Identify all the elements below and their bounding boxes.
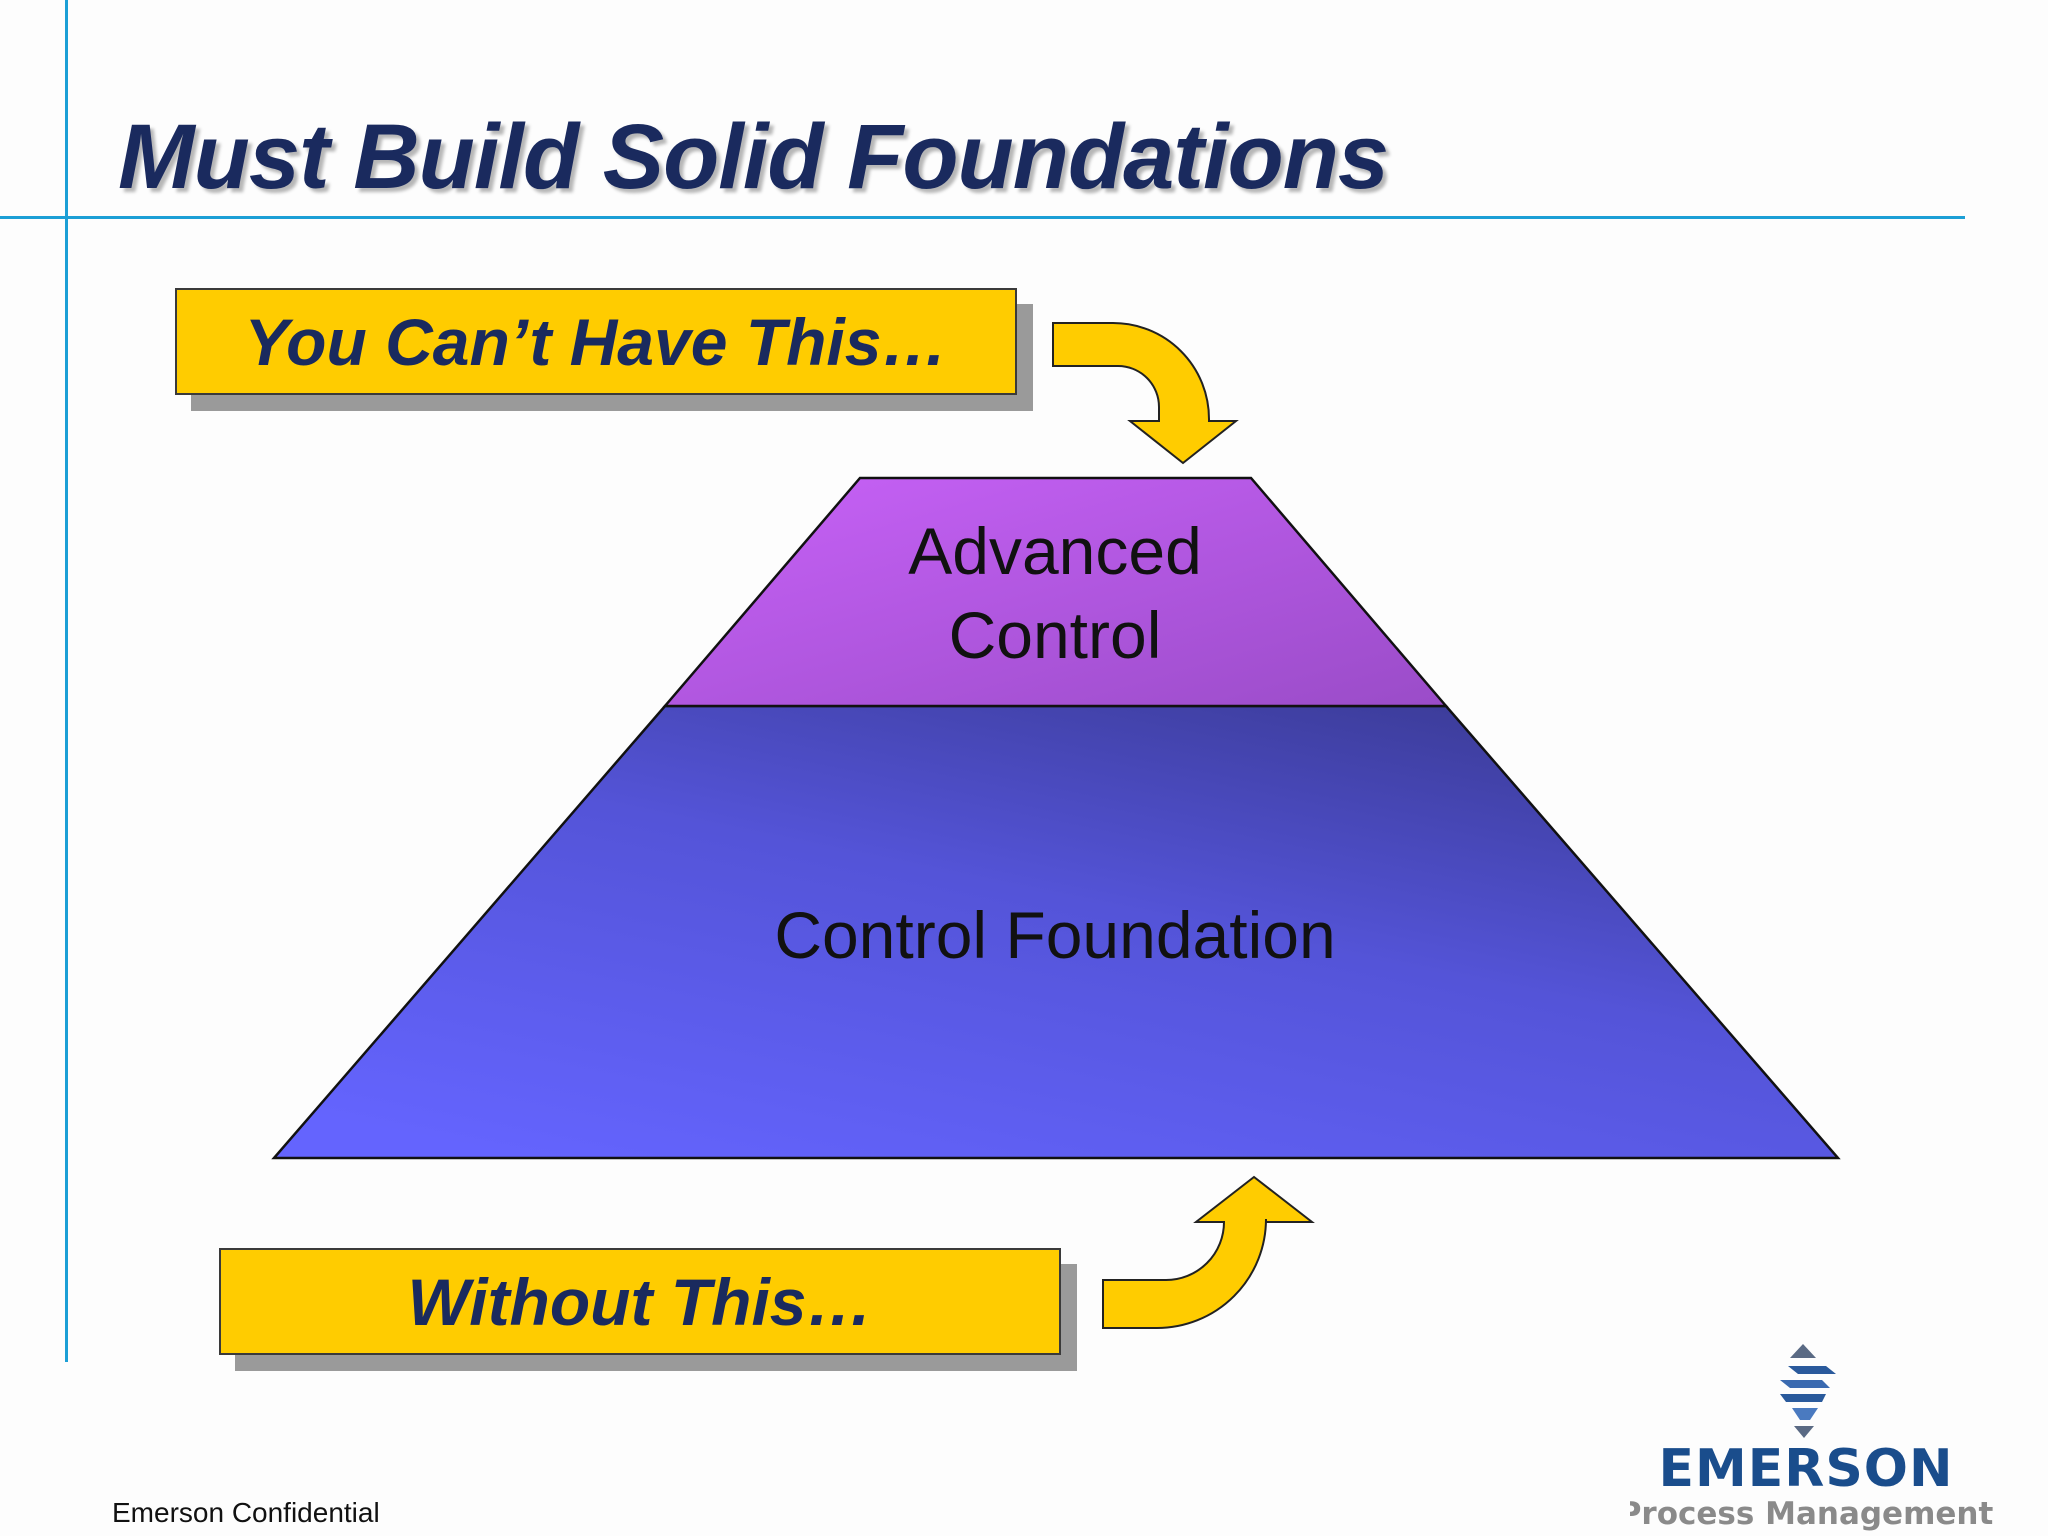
slide-title: Must Build Solid Foundations: [118, 106, 1389, 208]
top-tier-label-line2: Control: [949, 598, 1162, 672]
callout-you-cant-have-this: You Can’t Have This…: [175, 288, 1017, 395]
footer-confidential: Emerson Confidential: [112, 1497, 380, 1528]
top-tier-label-line1: Advanced: [908, 514, 1202, 588]
pyramid-top-tier: [662, 476, 1449, 708]
left-accent-line: [65, 0, 68, 1362]
callout-without-this: Without This…: [219, 1248, 1061, 1355]
emerson-logo: EMERSON Process Management: [1630, 1344, 1993, 1532]
curved-arrow-down: [1052, 322, 1239, 465]
callout-top-text: You Can’t Have This…: [244, 304, 948, 379]
logo-tagline-text: Process Management: [1630, 1496, 1993, 1532]
base-tier-label: Control Foundation: [774, 898, 1335, 972]
logo-brand-text: EMERSON: [1658, 1439, 1953, 1499]
callout-bottom-text: Without This…: [407, 1264, 873, 1339]
title-underline: [0, 216, 1965, 219]
emerson-diamond-icon: [1780, 1344, 1836, 1438]
curved-arrow-up: [1102, 1175, 1315, 1329]
